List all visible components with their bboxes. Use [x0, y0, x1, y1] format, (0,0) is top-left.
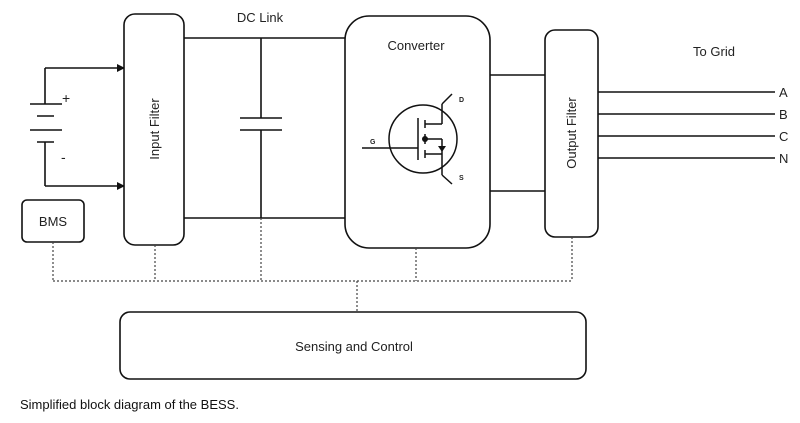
output-filter-label: Output Filter: [564, 97, 579, 169]
battery-symbol: [30, 68, 62, 186]
dc-link-label: DC Link: [237, 10, 284, 25]
converter-label: Converter: [387, 38, 445, 53]
sensing-signal-lines: [52, 218, 573, 312]
sensing-control-block: [119, 311, 587, 380]
sensing-control-label: Sensing and Control: [295, 339, 413, 354]
to-grid-label: To Grid: [693, 44, 735, 59]
battery-plus-sign: +: [62, 90, 70, 106]
converter-output-connections: [490, 74, 545, 192]
grid-phase-n: N: [779, 151, 788, 166]
mosfet-symbol: [362, 93, 458, 185]
grid-phase-a: A: [779, 85, 788, 100]
input-filter-label: Input Filter: [147, 98, 162, 160]
dc-link-capacitor: [240, 38, 282, 218]
grid-phase-b: B: [779, 107, 788, 122]
figure-caption: Simplified block diagram of the BESS.: [20, 397, 239, 412]
mosfet-gate-label: G: [370, 139, 376, 146]
bms-label: BMS: [39, 214, 68, 229]
mosfet-drain-label: D: [459, 97, 464, 104]
grid-phase-c: C: [779, 129, 788, 144]
battery-minus-sign: -: [61, 149, 66, 165]
input-filter-block: [123, 13, 185, 246]
dc-link-bus: [184, 37, 345, 219]
mosfet-source-label: S: [459, 175, 464, 182]
battery-connections: [45, 64, 125, 190]
grid-phase-lines: [598, 91, 775, 159]
